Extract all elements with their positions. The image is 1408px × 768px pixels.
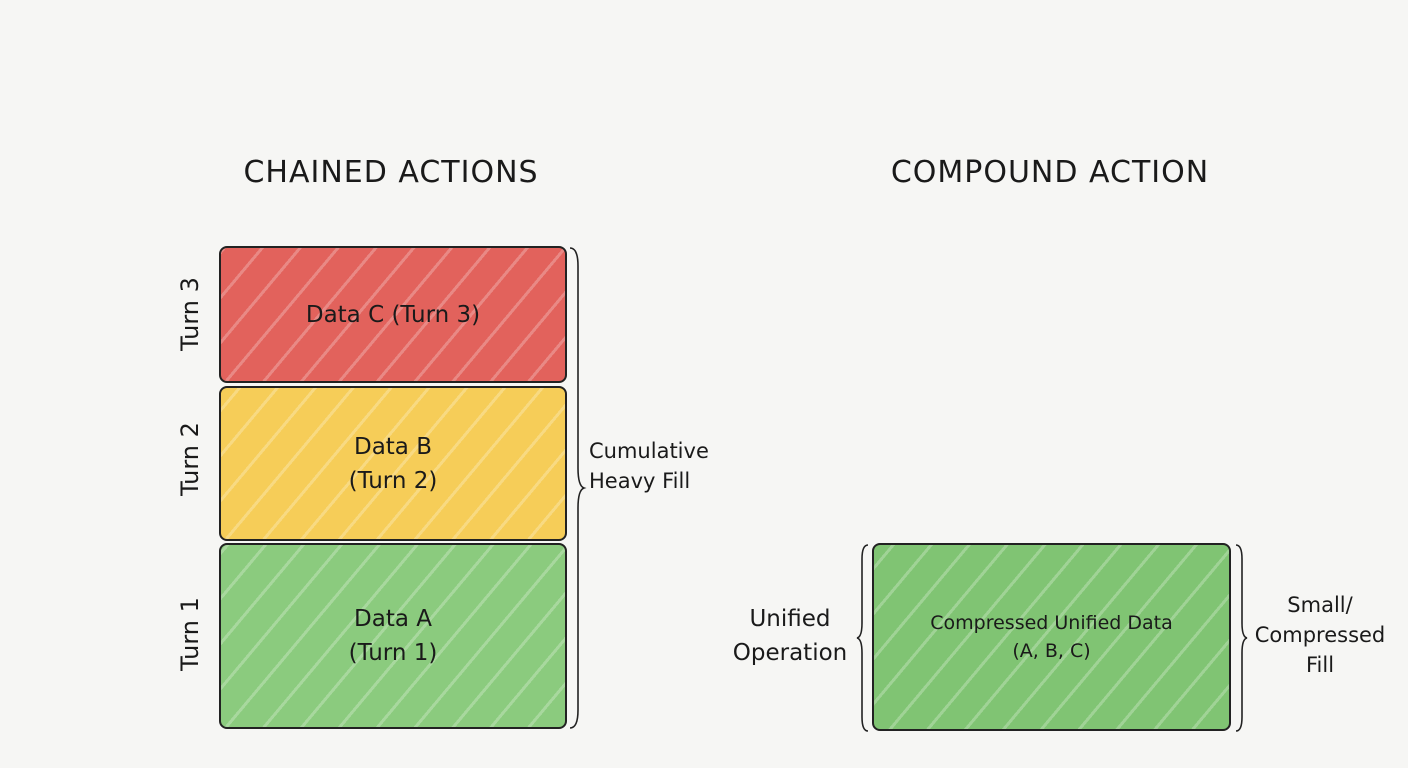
data-c-label: Data C (Turn 3) bbox=[305, 301, 481, 328]
compressed-unified-block: Compressed Unified Data (A, B, C) bbox=[872, 543, 1231, 731]
turn-2-label: Turn 2 bbox=[176, 422, 204, 496]
turn-3-label: Turn 3 bbox=[176, 277, 204, 351]
data-b-block: Data B (Turn 2) bbox=[219, 386, 567, 541]
data-a-label: Data A (Turn 1) bbox=[348, 606, 438, 666]
cumulative-heavy-fill-label: Cumulative Heavy Fill bbox=[589, 439, 709, 493]
small-compressed-fill-label: Small/ Compressed Fill bbox=[1254, 593, 1386, 677]
data-c-block: Data C (Turn 3) bbox=[219, 246, 567, 383]
compressed-unified-label: Compressed Unified Data (A, B, C) bbox=[930, 612, 1173, 662]
unified-operation-label: Unified Operation bbox=[732, 606, 848, 666]
data-b-label: Data B (Turn 2) bbox=[348, 433, 438, 494]
compressed-fill-brace bbox=[1235, 544, 1248, 732]
data-a-block: Data A (Turn 1) bbox=[219, 543, 567, 729]
unified-operation-brace bbox=[856, 544, 869, 732]
turn-1-label: Turn 1 bbox=[176, 597, 204, 671]
compound-action-title: COMPOUND ACTION bbox=[890, 155, 1210, 190]
chained-actions-title: CHAINED ACTIONS bbox=[243, 155, 539, 190]
cumulative-brace bbox=[569, 247, 587, 729]
